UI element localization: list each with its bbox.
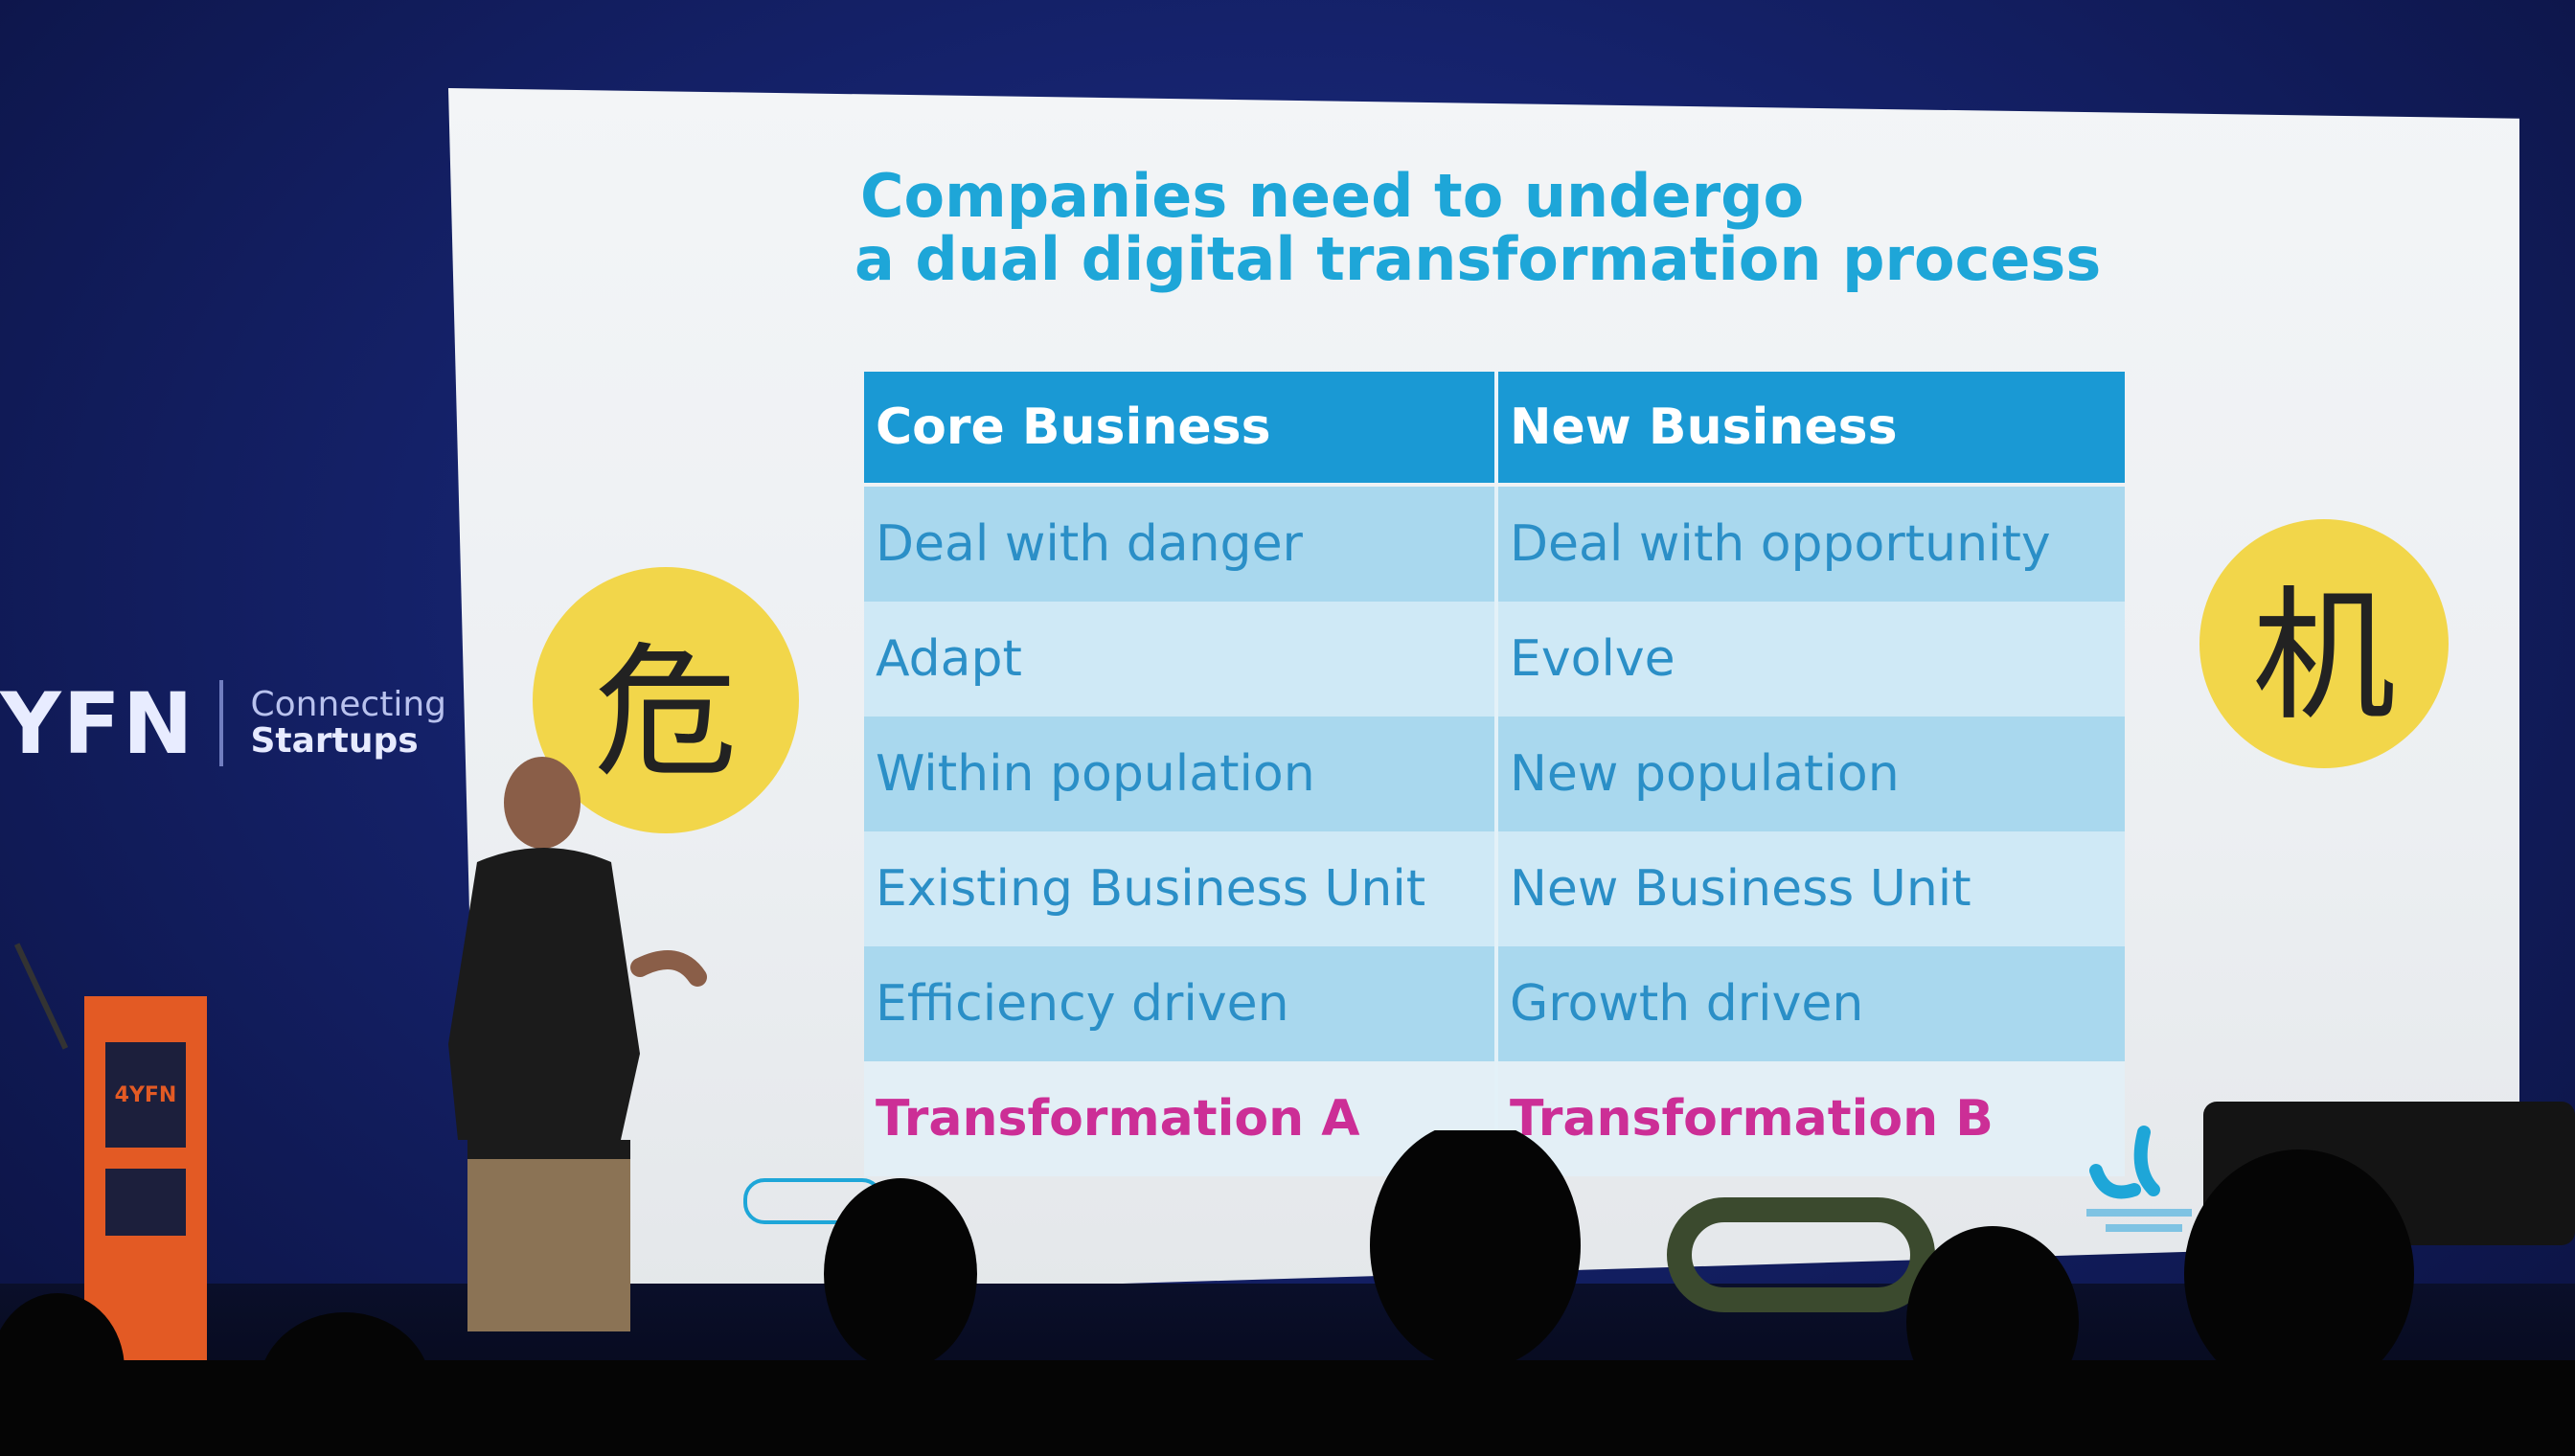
speaker-silhouette bbox=[448, 757, 707, 1331]
brand-tagline: Connecting Startups bbox=[250, 687, 446, 760]
tagline-line-2: Startups bbox=[250, 721, 419, 761]
table-cell: Efficiency driven bbox=[864, 946, 1494, 1061]
header-new-business: New Business bbox=[1494, 372, 2125, 483]
yfn-branding: YFN Connecting Startups bbox=[0, 671, 446, 776]
podium-panel bbox=[105, 1169, 186, 1236]
table-cell: Within population bbox=[864, 717, 1494, 831]
opportunity-symbol-circle: 机 bbox=[2199, 519, 2449, 768]
projection-screen: Companies need to undergo a dual digital… bbox=[448, 88, 2519, 1303]
table-cell: Deal with danger bbox=[864, 487, 1494, 602]
slide-title: Companies need to undergo a dual digital… bbox=[855, 161, 2107, 291]
opportunity-symbol: 机 bbox=[2251, 573, 2396, 740]
yfn-logo-text: YFN bbox=[0, 673, 195, 773]
danger-symbol: 危 bbox=[593, 629, 738, 797]
table-cell: Evolve bbox=[1494, 602, 2125, 717]
header-core-business: Core Business bbox=[864, 372, 1494, 483]
sponsor-logo-mark bbox=[2086, 1126, 2192, 1232]
table-cell: Deal with opportunity bbox=[1494, 487, 2125, 602]
table-row: Within population New population bbox=[864, 717, 2125, 831]
stage-chair bbox=[1667, 1197, 1935, 1312]
table-row: Existing Business Unit New Business Unit bbox=[864, 831, 2125, 946]
table-cell: New Business Unit bbox=[1494, 831, 2125, 946]
tagline-line-1: Connecting bbox=[250, 685, 447, 724]
transformation-row: Transformation A Transformation B bbox=[864, 1061, 2125, 1176]
table-row: Efficiency driven Growth driven bbox=[864, 946, 2125, 1061]
podium-logo: 4YFN bbox=[105, 1042, 186, 1148]
table-row: Adapt Evolve bbox=[864, 602, 2125, 717]
podium: 4YFN bbox=[84, 996, 207, 1360]
table-cell: Adapt bbox=[864, 602, 1494, 717]
slide-title-line-1: Companies need to undergo bbox=[860, 161, 1805, 231]
table-cell: Growth driven bbox=[1494, 946, 2125, 1061]
comparison-table: Core Business New Business Deal with dan… bbox=[864, 372, 2125, 1176]
transformation-a: Transformation A bbox=[864, 1061, 1494, 1176]
brand-divider bbox=[219, 680, 224, 766]
table-cell: Existing Business Unit bbox=[864, 831, 1494, 946]
table-header-row: Core Business New Business bbox=[864, 372, 2125, 487]
table-cell: New population bbox=[1494, 717, 2125, 831]
table-row: Deal with danger Deal with opportunity bbox=[864, 487, 2125, 602]
transformation-b: Transformation B bbox=[1494, 1061, 2125, 1176]
audience-silhouettes bbox=[0, 1130, 2575, 1456]
slide-title-line-2: a dual digital transformation process bbox=[855, 224, 2102, 294]
